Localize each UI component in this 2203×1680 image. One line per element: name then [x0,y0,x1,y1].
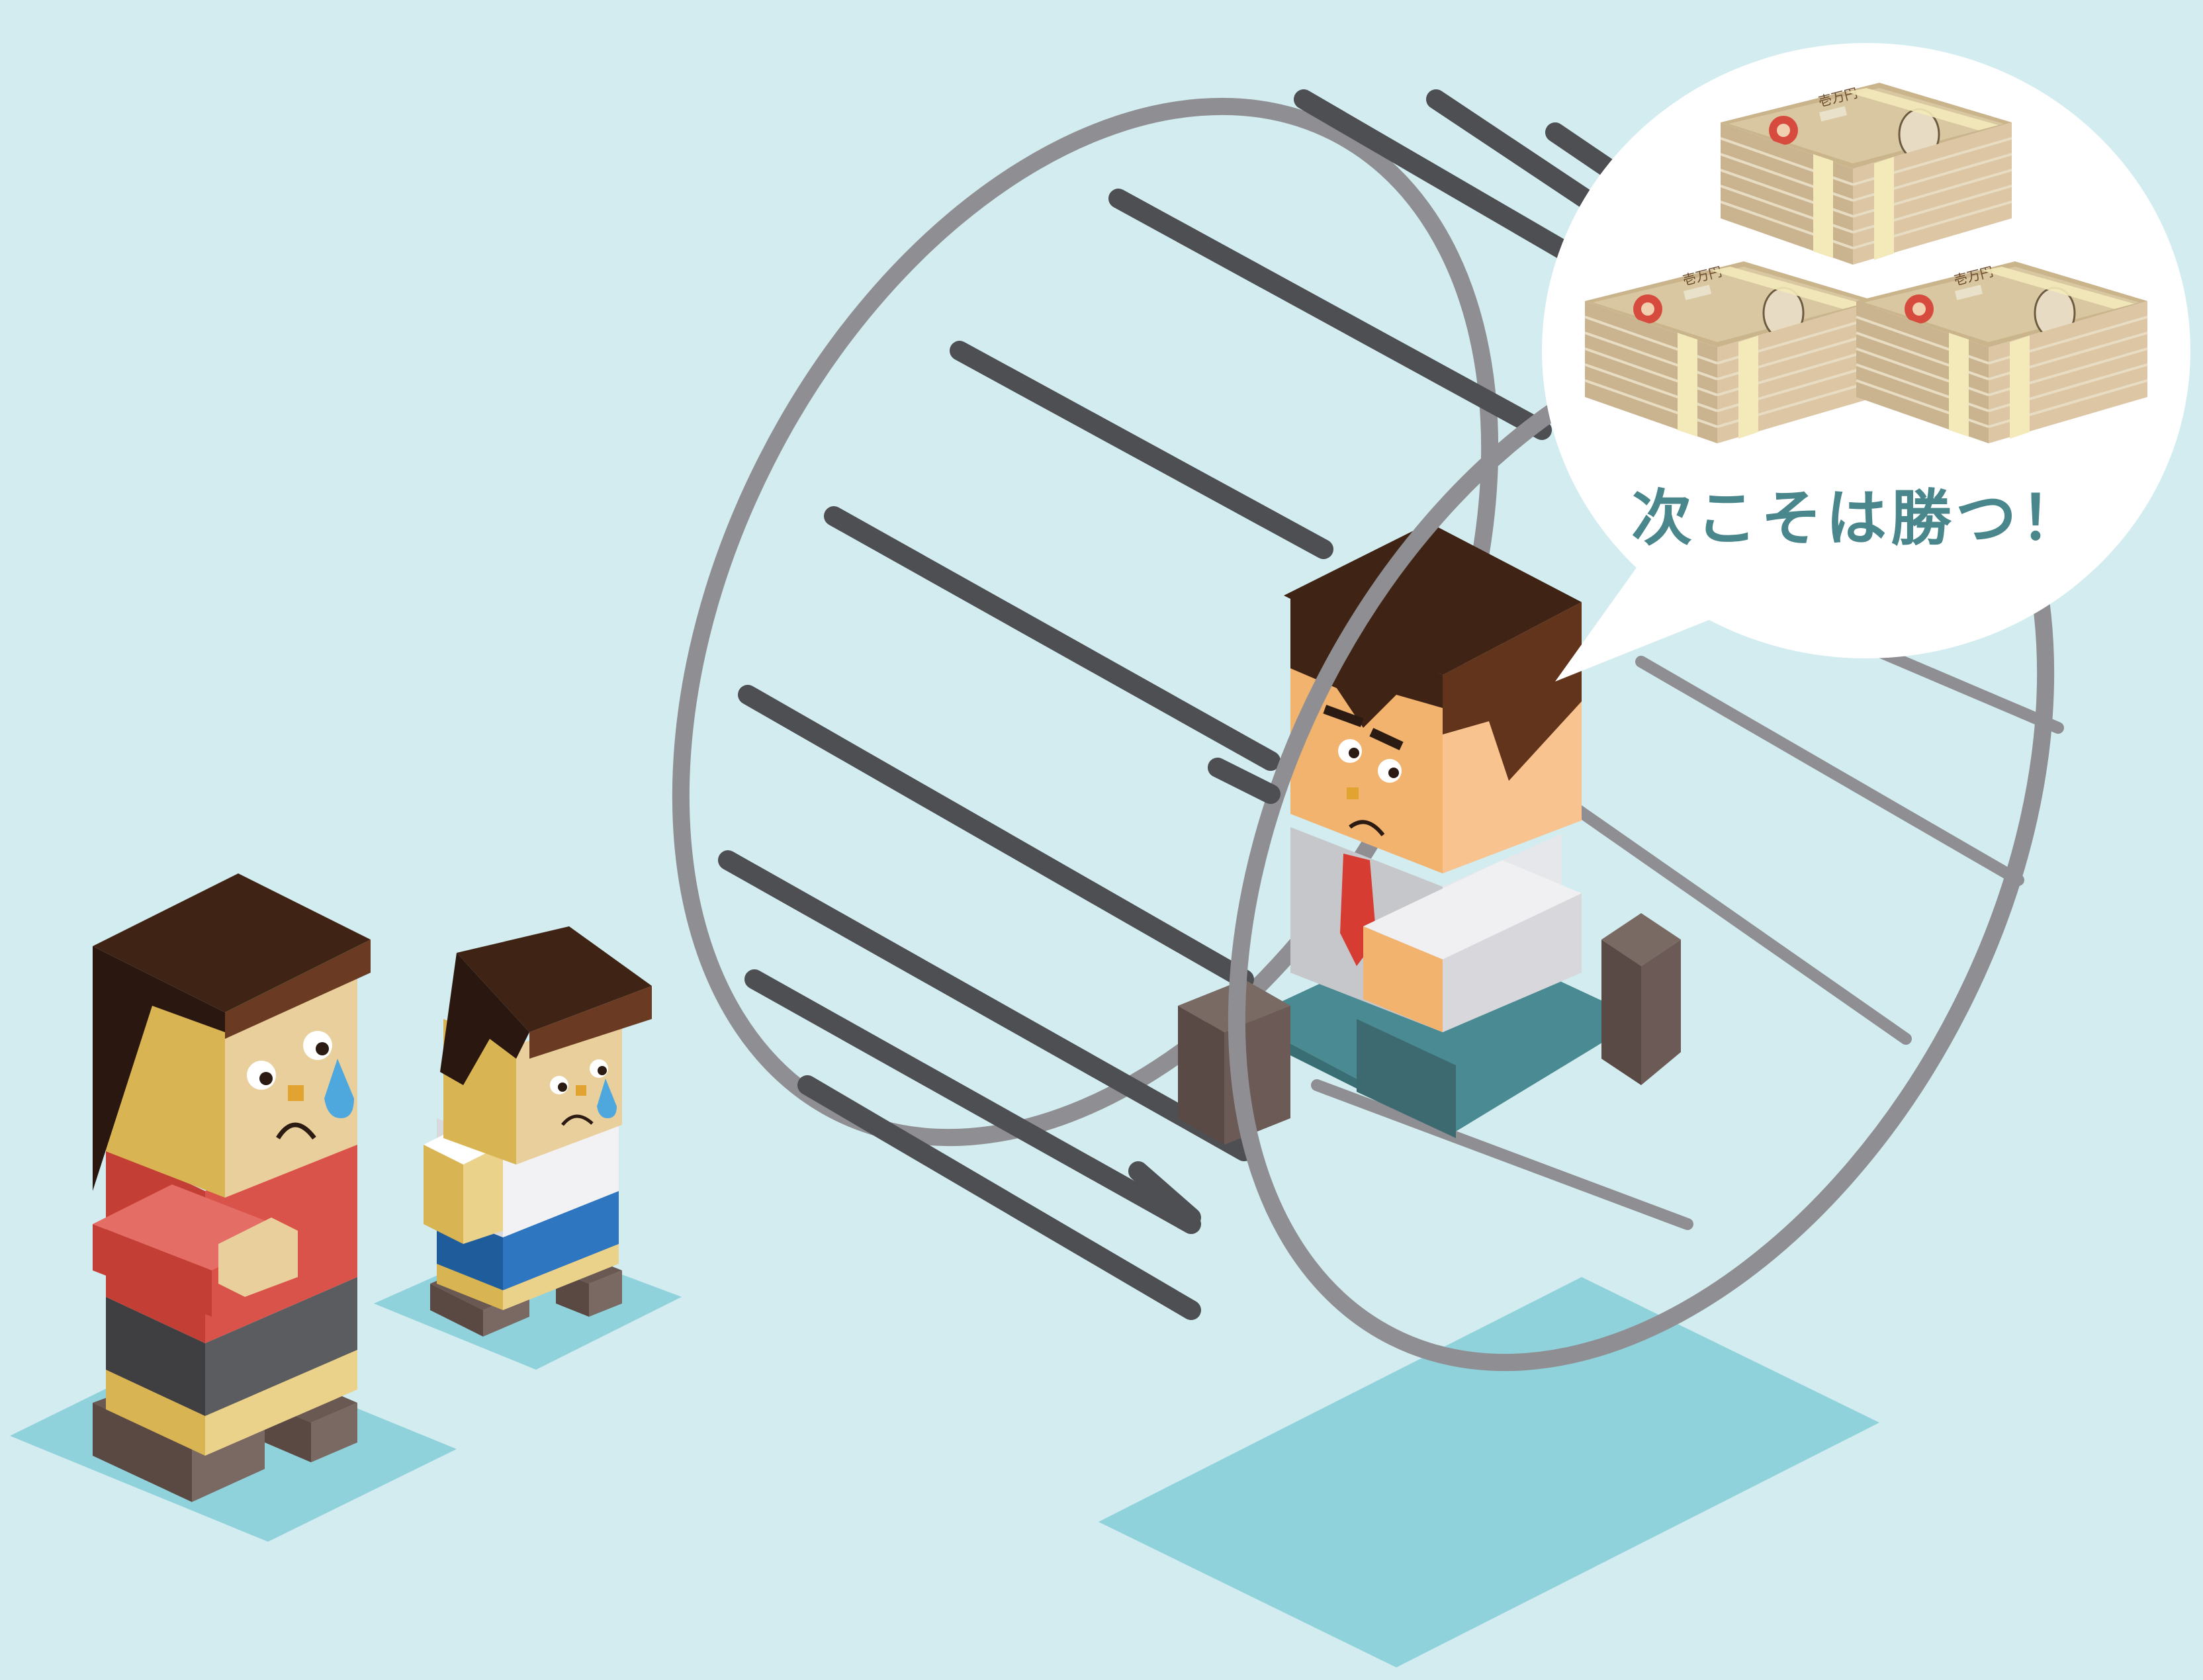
floor-tile-wheel [1099,1277,1879,1667]
speech-bubble-text: 次こそは勝つ！ [1631,483,2085,554]
tear-icon [324,1059,354,1118]
man-character [1178,523,1681,1145]
speech-bubble: 次こそは勝つ！ [1542,43,2190,682]
tear-icon [597,1079,617,1118]
child-character [424,926,652,1337]
mother-character [93,873,371,1502]
